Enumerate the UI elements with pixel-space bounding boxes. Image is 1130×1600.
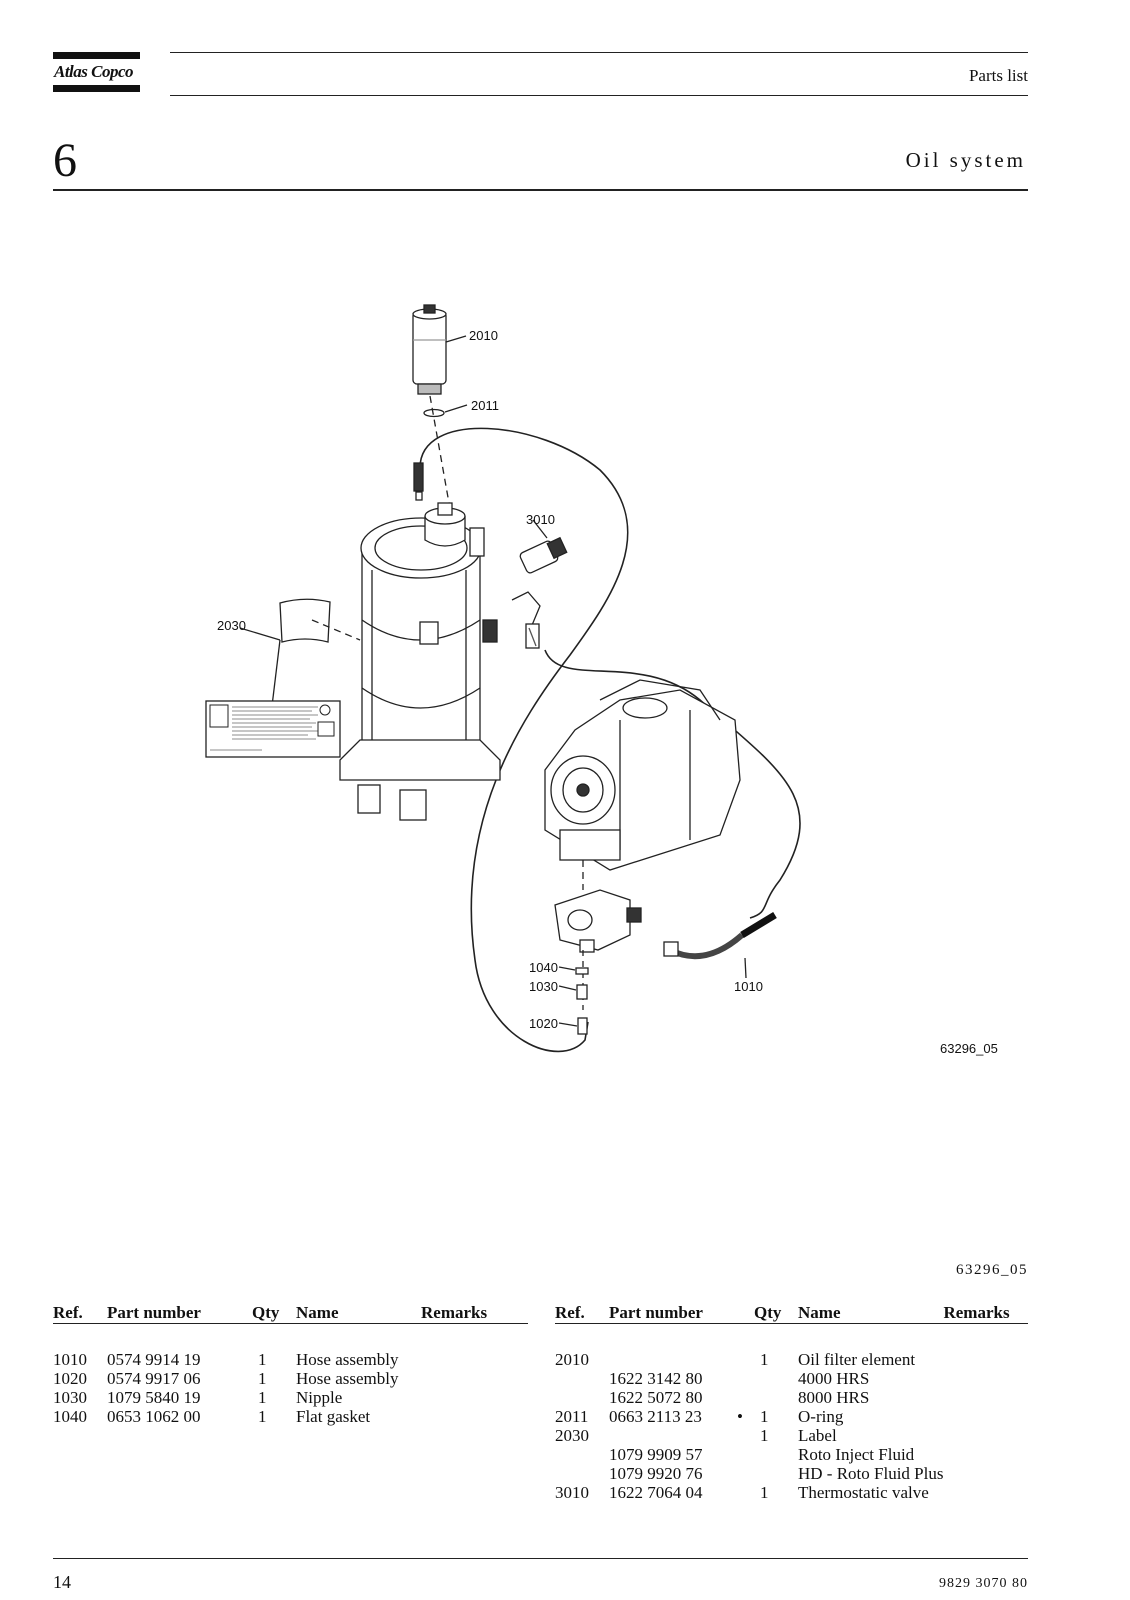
table-row: 1622 3142 80 4000 HRS: [609, 1369, 870, 1388]
table-row: 1622 5072 80 8000 HRS: [609, 1388, 870, 1407]
thermostatic-valve: [519, 536, 568, 574]
page-number: 14: [53, 1572, 71, 1592]
callout-3010: 3010: [526, 512, 555, 527]
table-row: 1020 0574 9917 06 1 Hose assembly: [53, 1369, 399, 1388]
footer-rule: [53, 1558, 1028, 1559]
col-name: Name: [798, 1303, 841, 1322]
compressor-element: [544, 679, 741, 871]
table-row: 2030 1 Label: [555, 1426, 837, 1445]
table-row: 1079 9920 76 HD - Roto Fluid Plus: [609, 1464, 944, 1483]
col-remarks: Remarks: [421, 1303, 488, 1322]
logo-bar-top: [53, 52, 140, 59]
table-row: 1079 9909 57 Roto Inject Fluid: [609, 1445, 915, 1464]
table-row: 1040 0653 1062 00 1 Flat gasket: [53, 1407, 371, 1426]
chapter-rule: [53, 189, 1028, 191]
callout-1010: 1010: [734, 979, 763, 994]
col-ref: Ref.: [555, 1303, 585, 1322]
table-row: 2011 0663 2113 23 • 1 O-ring: [555, 1407, 844, 1426]
col-part-number: Part number: [609, 1303, 703, 1322]
table-row: 2010 1 Oil filter element: [555, 1350, 916, 1369]
chapter-title: Oil system: [905, 148, 1026, 172]
logo-bar-bottom: [53, 85, 140, 92]
col-qty: Qty: [754, 1303, 782, 1322]
callout-2011: 2011: [471, 398, 499, 413]
o-ring: [423, 408, 445, 418]
label-decal: [205, 700, 341, 758]
callout-1030: 1030: [529, 979, 558, 994]
table-row: 1030 1079 5840 19 1 Nipple: [53, 1388, 343, 1407]
col-remarks: Remarks: [943, 1303, 1010, 1322]
header-rule-bottom: [170, 95, 1028, 96]
oil-filter-element: [412, 304, 447, 395]
header-rule-top: [170, 52, 1028, 53]
oil-separator-vessel: [339, 502, 501, 821]
drawing-id: 63296_05: [940, 1041, 998, 1056]
callout-2030: 2030: [217, 618, 246, 633]
figure-caption-id: 63296_05: [956, 1262, 1028, 1278]
spare-part-mark: •: [737, 1407, 743, 1426]
parts-table-left: Ref. Part number Qty Name Remarks 1010 0…: [53, 1301, 528, 1426]
col-qty: Qty: [252, 1303, 280, 1322]
callout-1020: 1020: [529, 1016, 558, 1031]
section-label: Parts list: [968, 66, 1028, 85]
exploded-view-drawing: 2010 2011 3010 2030 1040 1030 1020 1010 …: [205, 304, 998, 1056]
callout-1040: 1040: [529, 960, 558, 975]
brand-logo: Atlas Copco: [54, 62, 134, 81]
col-name: Name: [296, 1303, 339, 1322]
oil-stop-valve-housing: [554, 889, 642, 953]
table-row: 1010 0574 9914 19 1 Hose assembly: [53, 1350, 399, 1369]
col-part-number: Part number: [107, 1303, 201, 1322]
table-row: 3010 1622 7064 04 1 Thermostatic valve: [555, 1483, 929, 1502]
document-number: 9829 3070 80: [939, 1576, 1028, 1591]
callout-2010: 2010: [469, 328, 498, 343]
parts-table-right: Ref. Part number Qty Name Remarks 2010 1…: [555, 1301, 1028, 1502]
col-ref: Ref.: [53, 1303, 83, 1322]
chapter-number: 6: [53, 134, 77, 187]
